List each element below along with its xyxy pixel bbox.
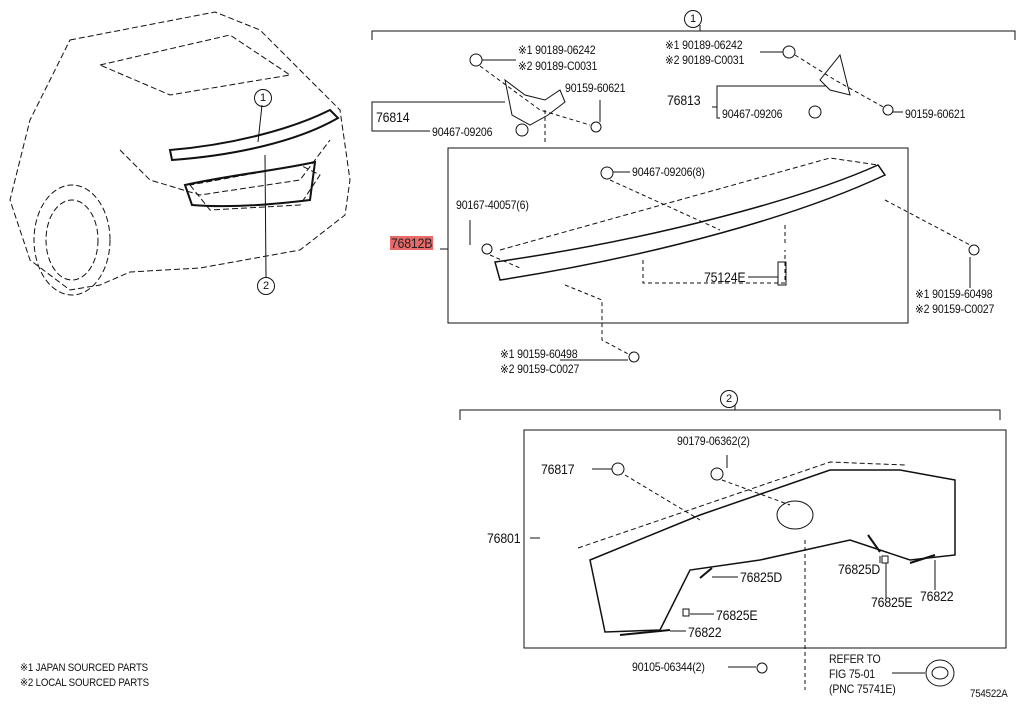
part-label[interactable]: ※1 90159-60498 [500, 347, 578, 361]
toyota-emblem-shape [925, 659, 955, 687]
callout-group-1: 1 [684, 10, 702, 28]
callout-group-2: 2 [720, 390, 738, 408]
part-label[interactable]: 76801 [487, 530, 521, 546]
refer-text: (PNC 75741E) [829, 682, 896, 696]
part-label[interactable]: ※2 90159-C0027 [915, 302, 995, 316]
part-label[interactable]: 90159-60621 [905, 107, 966, 121]
part-label[interactable]: ※1 90159-60498 [915, 287, 993, 301]
part-label[interactable]: ※1 90189-06242 [518, 43, 596, 57]
bracket-76813-shape [819, 53, 851, 96]
part-label[interactable]: 76825D [740, 569, 783, 585]
part-label[interactable]: 90467-09206 [722, 107, 783, 121]
part-label[interactable]: 76813 [667, 92, 701, 108]
legend-note: ※1 JAPAN SOURCED PARTS [20, 662, 148, 674]
bracket-76814-shape [504, 78, 566, 126]
part-label[interactable]: 76825E [716, 607, 758, 623]
part-label[interactable]: 76817 [541, 461, 575, 477]
part-label[interactable]: ※2 90189-C0031 [518, 59, 598, 73]
part-label[interactable]: 76814 [376, 109, 410, 125]
figure-id: 754522A [970, 688, 1008, 700]
part-label[interactable]: 76822 [688, 624, 722, 640]
legend-note: ※2 LOCAL SOURCED PARTS [20, 677, 149, 689]
part-label[interactable]: ※2 90189-C0031 [665, 53, 745, 67]
emblem-shape [776, 500, 814, 530]
vehicle-rear-illustration [9, 11, 351, 296]
part-label-highlighted[interactable]: 76812B [390, 235, 434, 251]
callout-leader-2 [264, 154, 267, 278]
part-label[interactable]: 90179-06362(2) [677, 434, 750, 448]
refer-text: REFER TO [829, 652, 881, 666]
part-label[interactable]: 90167-40057(6) [456, 198, 529, 212]
callout-car-2: 2 [257, 277, 275, 295]
part-label[interactable]: ※1 90189-06242 [665, 38, 743, 52]
part-label[interactable]: 90467-09206 [432, 125, 493, 139]
part-label[interactable]: 90159-60621 [565, 81, 626, 95]
part-label[interactable]: 76825E [871, 594, 913, 610]
group1-bracket [371, 30, 1016, 40]
vehicle-spoiler-outline [168, 108, 340, 208]
spoiler-box [447, 147, 909, 324]
part-label[interactable]: 75124E [704, 269, 746, 285]
group2-bracket [459, 409, 1001, 420]
garnish-box [523, 429, 1007, 649]
part-label[interactable]: 90467-09206(8) [632, 165, 705, 179]
part-label[interactable]: 76822 [920, 588, 954, 604]
refer-text[interactable]: FIG 75-01 [829, 667, 875, 681]
spoiler-76812B-shape [494, 164, 887, 281]
part-label[interactable]: 76825D [838, 561, 881, 577]
callout-car-1: 1 [254, 89, 272, 107]
part-label[interactable]: ※2 90159-C0027 [500, 362, 580, 376]
part-label[interactable]: 90105-06344(2) [632, 660, 705, 674]
callout-leader-1 [257, 104, 263, 143]
